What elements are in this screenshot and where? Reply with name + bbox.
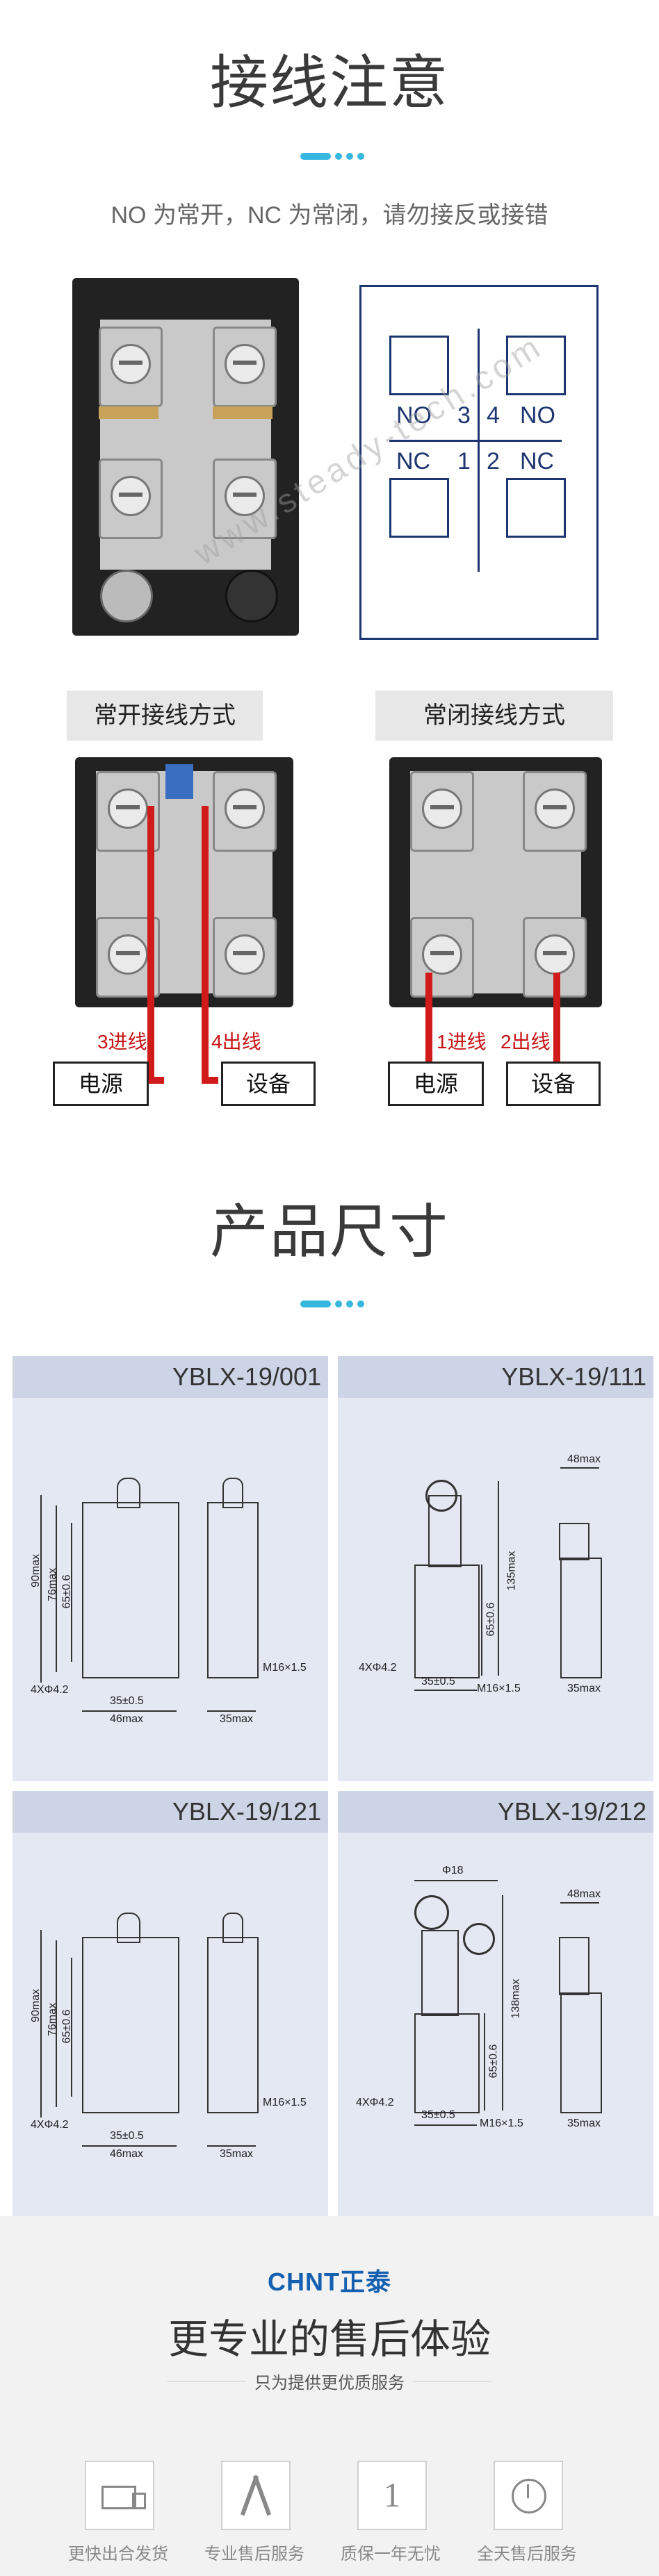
open-wiring-title: 常开接线方式: [67, 691, 263, 741]
dim-model-111: YBLX-19/111: [338, 1356, 653, 1398]
dim-model-121: YBLX-19/121: [13, 1791, 328, 1833]
dim-001-l1: 76max: [47, 1567, 59, 1602]
dim-panel-001: YBLX-19/001 90max 76max 65±0.6 4XΦ4.2 35…: [13, 1356, 328, 1781]
dim-111-l5: M16×1.5: [477, 1683, 521, 1694]
label-1: 1: [457, 448, 471, 474]
dim-121-l3: 4XΦ4.2: [31, 2119, 69, 2131]
closed-power-box: 电源: [388, 1062, 484, 1106]
closed-wiring-photo: [389, 757, 602, 1007]
dim-001-l7: M16×1.5: [263, 1662, 307, 1674]
dim-212-l4: 4XΦ4.2: [356, 2097, 394, 2108]
tools-icon: [221, 2461, 291, 2530]
dim-121-l6: 35max: [220, 2148, 254, 2160]
footer-title: 更专业的售后体验: [168, 2317, 491, 2362]
closed-wiring-title: 常闭接线方式: [375, 691, 613, 741]
dim-212-l0: Φ18: [442, 1865, 464, 1876]
dim-121-l2: 65±0.6: [60, 2009, 73, 2044]
dim-111-l1: 135max: [505, 1551, 518, 1591]
dim-model-001: YBLX-19/001: [13, 1356, 328, 1398]
dim-121-l7: M16×1.5: [263, 2097, 307, 2108]
dim-001-l2: 65±0.6: [60, 1574, 73, 1609]
label-no-right: NO: [520, 402, 555, 429]
dim-212-l2: 138max: [510, 1979, 522, 2019]
dim-panel-111: YBLX-19/111 48max 135max 65±0.6 4XΦ4.2 3…: [338, 1356, 653, 1781]
label-nc-right: NC: [520, 448, 555, 474]
dim-212-l5: 35±0.5: [421, 2109, 455, 2121]
truck-icon: [85, 2461, 154, 2530]
label-3: 3: [457, 402, 471, 429]
dim-121-l0: 90max: [30, 1988, 42, 2023]
service-label-2: 质保一年无忧: [341, 2545, 441, 2563]
closed-out-label: 2出线: [501, 1031, 551, 1052]
one-year-icon: 1: [357, 2461, 427, 2530]
dim-121-l5: 46max: [110, 2148, 144, 2160]
dim-212-l1: 48max: [567, 1888, 601, 1900]
label-no-left: NO: [396, 402, 432, 429]
dim-panel-212: YBLX-19/212 Φ18 48max 138max 65±0.6 4XΦ4…: [338, 1791, 653, 2216]
dim-001-l4: 35±0.5: [110, 1695, 144, 1707]
dim-212-l6: M16×1.5: [480, 2117, 523, 2129]
footer-subtitle: 只为提供更优质服务: [246, 2369, 413, 2393]
service-label-1: 专业售后服务: [204, 2545, 304, 2563]
wiring-note: NO 为常开，NC 为常闭，请勿接反或接错: [111, 202, 548, 229]
dim-001-l5: 46max: [110, 1713, 144, 1725]
switch-photo: [72, 278, 299, 636]
dim-111-l6: 35max: [567, 1683, 601, 1694]
dim-111-l4: 35±0.5: [421, 1676, 455, 1687]
dim-model-212: YBLX-19/212: [338, 1791, 653, 1833]
title-decor: [300, 150, 368, 160]
dim-121-l1: 76max: [47, 2002, 59, 2037]
open-in-label: 3进线: [97, 1031, 147, 1052]
closed-device-box: 设备: [506, 1062, 601, 1106]
open-out-label: 4出线: [211, 1031, 261, 1052]
dim-001-l0: 90max: [30, 1553, 42, 1588]
service-label-3: 全天售后服务: [477, 2545, 577, 2563]
contact-diagram: NO 3 4 NO NC 1 2 NC: [359, 285, 599, 640]
dimensions-title: 产品尺寸: [209, 1199, 449, 1264]
dim-121-l4: 35±0.5: [110, 2130, 144, 2142]
service-label-0: 更快出合发货: [68, 2545, 168, 2563]
label-4: 4: [487, 402, 500, 429]
dim-212-l7: 35max: [567, 2117, 601, 2129]
clock-icon: [494, 2461, 563, 2530]
dim-111-l0: 48max: [567, 1453, 601, 1465]
dimensions-title-decor: [300, 1298, 368, 1307]
dim-001-l3: 4XΦ4.2: [31, 1684, 69, 1696]
dim-111-l2: 65±0.6: [485, 1602, 497, 1637]
open-device-box: 设备: [221, 1062, 316, 1106]
label-2: 2: [487, 448, 500, 474]
dim-panel-121: YBLX-19/121 90max 76max 65±0.6 4XΦ4.2 35…: [13, 1791, 328, 2216]
open-wiring-photo: [75, 757, 293, 1007]
dim-212-l3: 65±0.6: [487, 2044, 500, 2079]
brand-logo: CHNT正泰: [268, 2268, 391, 2296]
dim-111-l3: 4XΦ4.2: [359, 1662, 397, 1674]
open-power-box: 电源: [53, 1062, 149, 1106]
service-footer: CHNT正泰 更专业的售后体验 只为提供更优质服务 1 更快出合发货 专业售后服…: [0, 2216, 659, 2576]
closed-in-label: 1进线: [437, 1031, 487, 1052]
label-nc-left: NC: [396, 448, 431, 474]
wiring-title: 接线注意: [209, 50, 449, 115]
dim-001-l6: 35max: [220, 1713, 254, 1725]
